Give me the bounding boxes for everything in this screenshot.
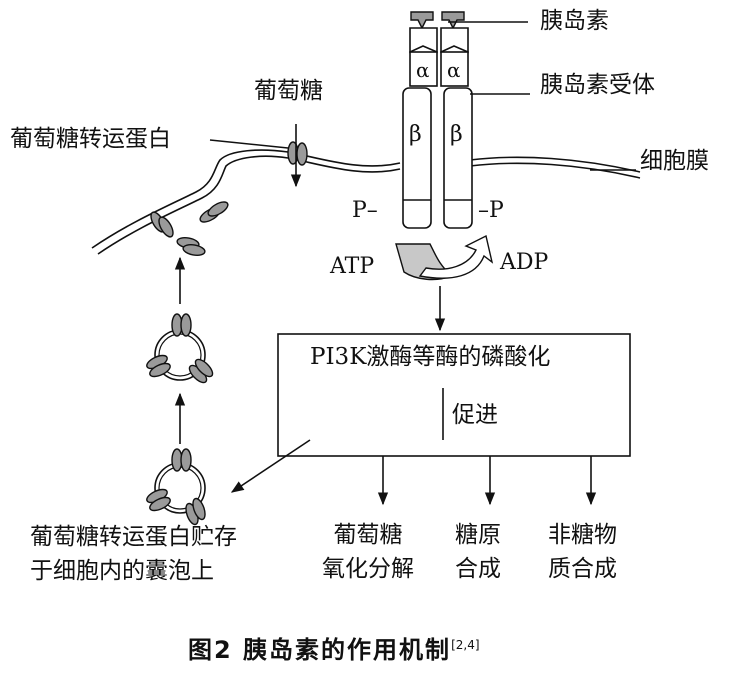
alpha-label-right: α [447, 58, 461, 82]
membrane-transporter [287, 141, 308, 166]
pi3k-box-text: PI3K激酶等酶的磷酸化 [310, 344, 551, 370]
output-nonsugar-synthesis: 非糖物 质合成 [548, 522, 617, 582]
phosphate-right: –P [478, 198, 504, 223]
glucose-label: 葡萄糖 [254, 78, 323, 104]
output-glycogen-synthesis: 糖原 合成 [455, 522, 501, 582]
insulin-receptor [402, 27, 473, 229]
caption-reference: [2,4] [451, 638, 480, 652]
glucose-transporter-label: 葡萄糖转运蛋白 [10, 126, 171, 152]
beta-label-right: β [450, 122, 463, 147]
transporter-leader [209, 139, 289, 149]
atp-adp-arrow [395, 234, 494, 281]
cell-membrane [91, 149, 641, 255]
insulin-molecules [410, 11, 465, 30]
output-glucose-oxidation: 葡萄糖 氧化分解 [322, 522, 414, 582]
fusing-transporters [150, 201, 229, 256]
beta-label-left: β [409, 122, 422, 147]
arrow-to-vesicle [230, 439, 311, 493]
figure-caption: 图2 胰岛素的作用机制[2,4] [188, 630, 480, 665]
promote-label: 促进 [452, 402, 498, 428]
vesicle-storage-label: 葡萄糖转运蛋白贮存 于细胞内的囊泡上 [30, 524, 237, 584]
insulin-receptor-label: 胰岛素受体 [540, 72, 655, 98]
vesicle-upper [146, 313, 214, 384]
pi3k-box [277, 333, 631, 457]
insulin-label: 胰岛素 [540, 8, 609, 34]
alpha-label-left: α [416, 58, 430, 82]
atp-label: ATP [330, 254, 375, 279]
phosphate-left: P– [352, 198, 378, 223]
cell-membrane-label: 细胞膜 [640, 148, 709, 174]
vesicle-lower [146, 448, 206, 526]
caption-text: 图2 胰岛素的作用机制 [188, 636, 452, 664]
adp-label: ADP [500, 250, 549, 275]
